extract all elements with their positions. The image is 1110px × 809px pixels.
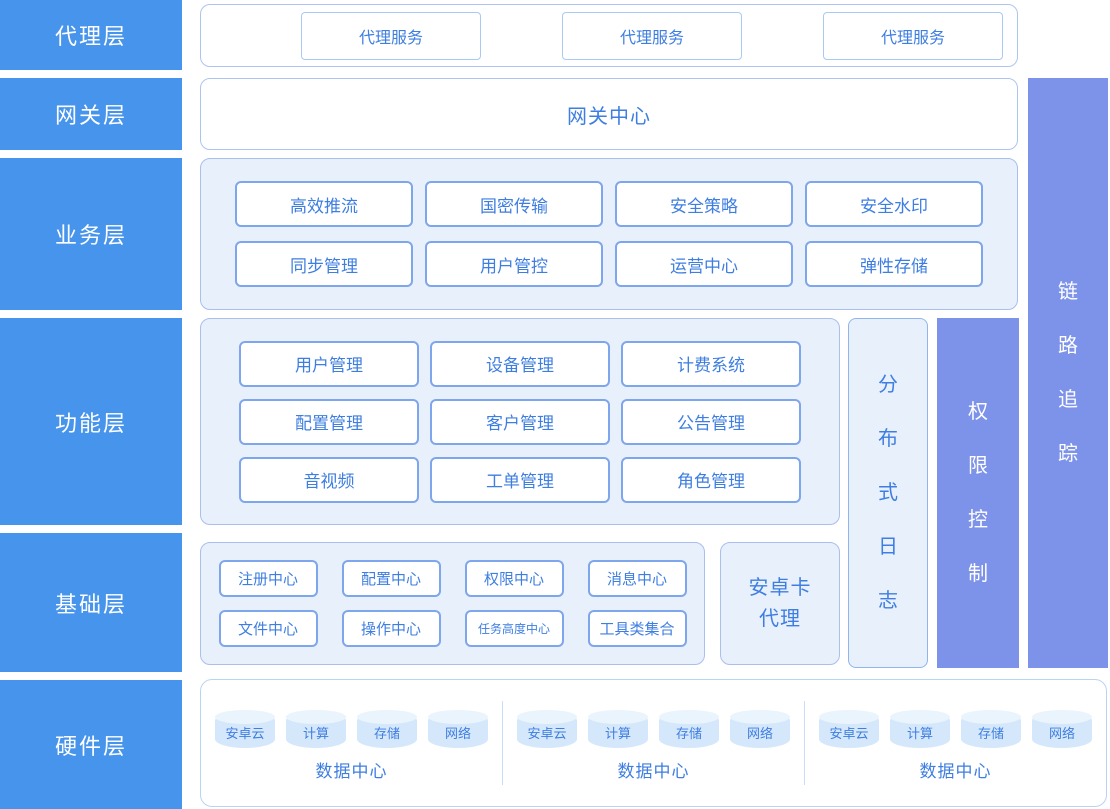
base-layer-panel: 注册中心 配置中心 权限中心 消息中心 文件中心 操作中心 任务高度中心 工具类… [200, 542, 705, 665]
cylinder-top-icon [588, 710, 648, 724]
function-node: 工单管理 [430, 456, 610, 503]
sidebar-layer-agent: 代理层 [0, 0, 182, 70]
function-node: 客户管理 [430, 398, 610, 445]
function-node: 公告管理 [621, 398, 801, 445]
link-trace-column: 链路追踪 [1028, 78, 1108, 668]
base-node: 注册中心 [218, 560, 318, 597]
datacenter-group: 安卓云 计算 存储 网络 数据中心 [201, 680, 502, 806]
datacenter-label: 数据中心 [919, 762, 992, 781]
base-node: 任务高度中心 [464, 610, 564, 647]
cylinder-top-icon [286, 710, 346, 724]
cylinder-top-icon [428, 710, 488, 724]
function-layer-panel: 用户管理 设备管理 计费系统 配置管理 客户管理 公告管理 音视频 工单管理 角… [200, 318, 840, 525]
database-cylinder-icon: 网络 [428, 710, 488, 748]
database-cylinder-icon: 网络 [730, 710, 790, 748]
function-node: 音视频 [239, 456, 419, 503]
sidebar-layer-base: 基础层 [0, 533, 182, 672]
function-node: 配置管理 [239, 398, 419, 445]
sidebar-layer-hardware: 硬件层 [0, 680, 182, 809]
base-node: 权限中心 [464, 560, 564, 597]
gateway-center-panel: 网关中心 [200, 78, 1018, 150]
database-cylinder-icon: 计算 [286, 710, 346, 748]
group-divider [804, 701, 805, 785]
business-node: 国密传输 [425, 181, 603, 227]
sidebar-layer-business: 业务层 [0, 158, 182, 310]
group-divider [502, 701, 503, 785]
business-node: 同步管理 [235, 241, 413, 287]
permission-control-column: 权限控制 [937, 318, 1019, 668]
function-node: 设备管理 [430, 340, 610, 387]
distributed-log-panel: 分布式日志 [848, 318, 928, 668]
base-node: 工具类集合 [587, 610, 687, 647]
database-cylinder-icon: 网络 [1032, 710, 1092, 748]
gateway-center-title: 网关中心 [567, 105, 651, 128]
cylinder-label: 存储 [977, 726, 1004, 741]
cylinder-label: 网络 [444, 726, 471, 741]
cylinder-label: 安卓云 [829, 726, 869, 741]
database-cylinder-icon: 计算 [890, 710, 950, 748]
cylinder-top-icon [659, 710, 719, 724]
base-node: 文件中心 [218, 610, 318, 647]
link-trace-label: 链路追踪 [1058, 281, 1078, 465]
function-node: 用户管理 [239, 340, 419, 387]
cylinder-top-icon [961, 710, 1021, 724]
distributed-log-label: 分布式日志 [878, 374, 898, 612]
cylinder-top-icon [215, 710, 275, 724]
cylinder-top-icon [357, 710, 417, 724]
base-node: 配置中心 [341, 560, 441, 597]
android-card-proxy-panel: 安卓卡 代理 [720, 542, 840, 665]
function-node: 计费系统 [621, 340, 801, 387]
business-node: 安全水印 [805, 181, 983, 227]
base-node: 操作中心 [341, 610, 441, 647]
cylinder-label: 计算 [604, 726, 631, 741]
permission-control-label: 权限控制 [968, 401, 988, 585]
database-cylinder-icon: 安卓云 [819, 710, 879, 748]
base-node: 消息中心 [587, 560, 687, 597]
cylinder-top-icon [517, 710, 577, 724]
database-cylinder-icon: 计算 [588, 710, 648, 748]
cylinder-label: 存储 [373, 726, 400, 741]
cylinder-label: 安卓云 [527, 726, 567, 741]
datacenter-group: 安卓云 计算 存储 网络 数据中心 [805, 680, 1106, 806]
sidebar-layer-function: 功能层 [0, 318, 182, 525]
database-cylinder-icon: 存储 [961, 710, 1021, 748]
business-node: 安全策略 [615, 181, 793, 227]
cylinder-top-icon [890, 710, 950, 724]
agent-service-node: 代理服务 [301, 11, 481, 60]
database-cylinder-icon: 安卓云 [517, 710, 577, 748]
database-cylinder-icon: 安卓云 [215, 710, 275, 748]
business-node: 高效推流 [235, 181, 413, 227]
sidebar-layer-gateway: 网关层 [0, 78, 182, 150]
datacenter-label: 数据中心 [315, 762, 388, 781]
business-node: 弹性存储 [805, 241, 983, 287]
cylinder-label: 存储 [675, 726, 702, 741]
database-cylinder-icon: 存储 [357, 710, 417, 748]
hardware-layer-panel: 安卓云 计算 存储 网络 数据中心 安卓云 计算 存储 网络 数据中心 安卓云 … [200, 679, 1107, 807]
cylinder-label: 网络 [746, 726, 773, 741]
business-node: 运营中心 [615, 241, 793, 287]
business-node: 用户管控 [425, 241, 603, 287]
business-layer-panel: 高效推流 国密传输 安全策略 安全水印 同步管理 用户管控 运营中心 弹性存储 [200, 158, 1018, 310]
cylinder-top-icon [819, 710, 879, 724]
cylinder-top-icon [1032, 710, 1092, 724]
android-card-proxy-line1: 安卓卡 [748, 576, 812, 599]
cylinder-label: 网络 [1048, 726, 1075, 741]
function-node: 角色管理 [621, 456, 801, 503]
agent-service-node: 代理服务 [823, 11, 1003, 60]
cylinder-label: 安卓云 [225, 726, 265, 741]
datacenter-label: 数据中心 [617, 762, 690, 781]
cylinder-top-icon [730, 710, 790, 724]
datacenter-group: 安卓云 计算 存储 网络 数据中心 [503, 680, 804, 806]
agent-layer-panel: 代理服务 代理服务 代理服务 [200, 4, 1018, 67]
cylinder-label: 计算 [906, 726, 933, 741]
database-cylinder-icon: 存储 [659, 710, 719, 748]
cylinder-label: 计算 [302, 726, 329, 741]
agent-service-node: 代理服务 [562, 11, 742, 60]
android-card-proxy-line2: 代理 [759, 607, 801, 630]
